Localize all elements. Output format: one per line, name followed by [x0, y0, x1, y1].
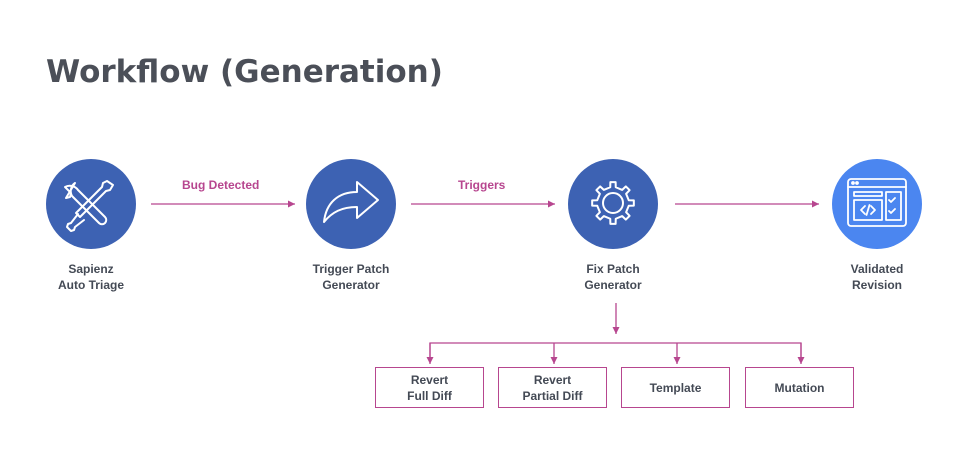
strategy-box-template: Template — [621, 367, 730, 408]
curved-arrow-icon — [323, 181, 379, 223]
node-label-line2: Generator — [322, 278, 380, 292]
node-trigger-patch-generator — [306, 159, 396, 249]
node-label-line1: Validated — [850, 262, 904, 276]
strategy-box-revert-full-diff: Revert Full Diff — [375, 367, 484, 408]
strategy-box-revert-partial-diff: Revert Partial Diff — [498, 367, 607, 408]
node-label-line2: Auto Triage — [57, 278, 124, 292]
edge-label-triggers: Triggers — [458, 178, 506, 192]
strategy-line1: Mutation — [774, 380, 825, 395]
strategy-box-mutation: Mutation — [745, 367, 854, 408]
node-validated-revision — [832, 159, 922, 249]
strategy-line1: Revert — [533, 372, 572, 387]
node-label-line2: Revision — [851, 278, 902, 292]
page-title: Workflow (Generation) — [46, 54, 443, 90]
strategy-line1: Revert — [410, 372, 449, 387]
node-label-validated-revision: Validated Revision — [807, 261, 947, 293]
strategy-line1: Template — [649, 380, 702, 395]
node-sapienz-auto-triage — [46, 159, 136, 249]
strategy-line2: Full Diff — [407, 388, 452, 403]
node-label-line2: Generator — [584, 278, 642, 292]
node-fix-patch-generator — [568, 159, 658, 249]
browser-window-icon — [847, 178, 907, 227]
node-label-line1: Trigger Patch — [312, 262, 390, 276]
node-label-line1: Fix Patch — [586, 262, 640, 276]
edge-label-bug-detected: Bug Detected — [182, 178, 260, 192]
branch-bus — [429, 342, 802, 362]
node-label-trigger-patch: Trigger Patch Generator — [281, 261, 421, 293]
strategy-line2: Partial Diff — [522, 388, 583, 403]
node-label-sapienz: Sapienz Auto Triage — [21, 261, 161, 293]
gear-icon — [591, 181, 635, 225]
node-label-line1: Sapienz — [68, 262, 114, 276]
wrench-screwdriver-icon — [64, 180, 114, 232]
node-label-fix-patch: Fix Patch Generator — [543, 261, 683, 293]
